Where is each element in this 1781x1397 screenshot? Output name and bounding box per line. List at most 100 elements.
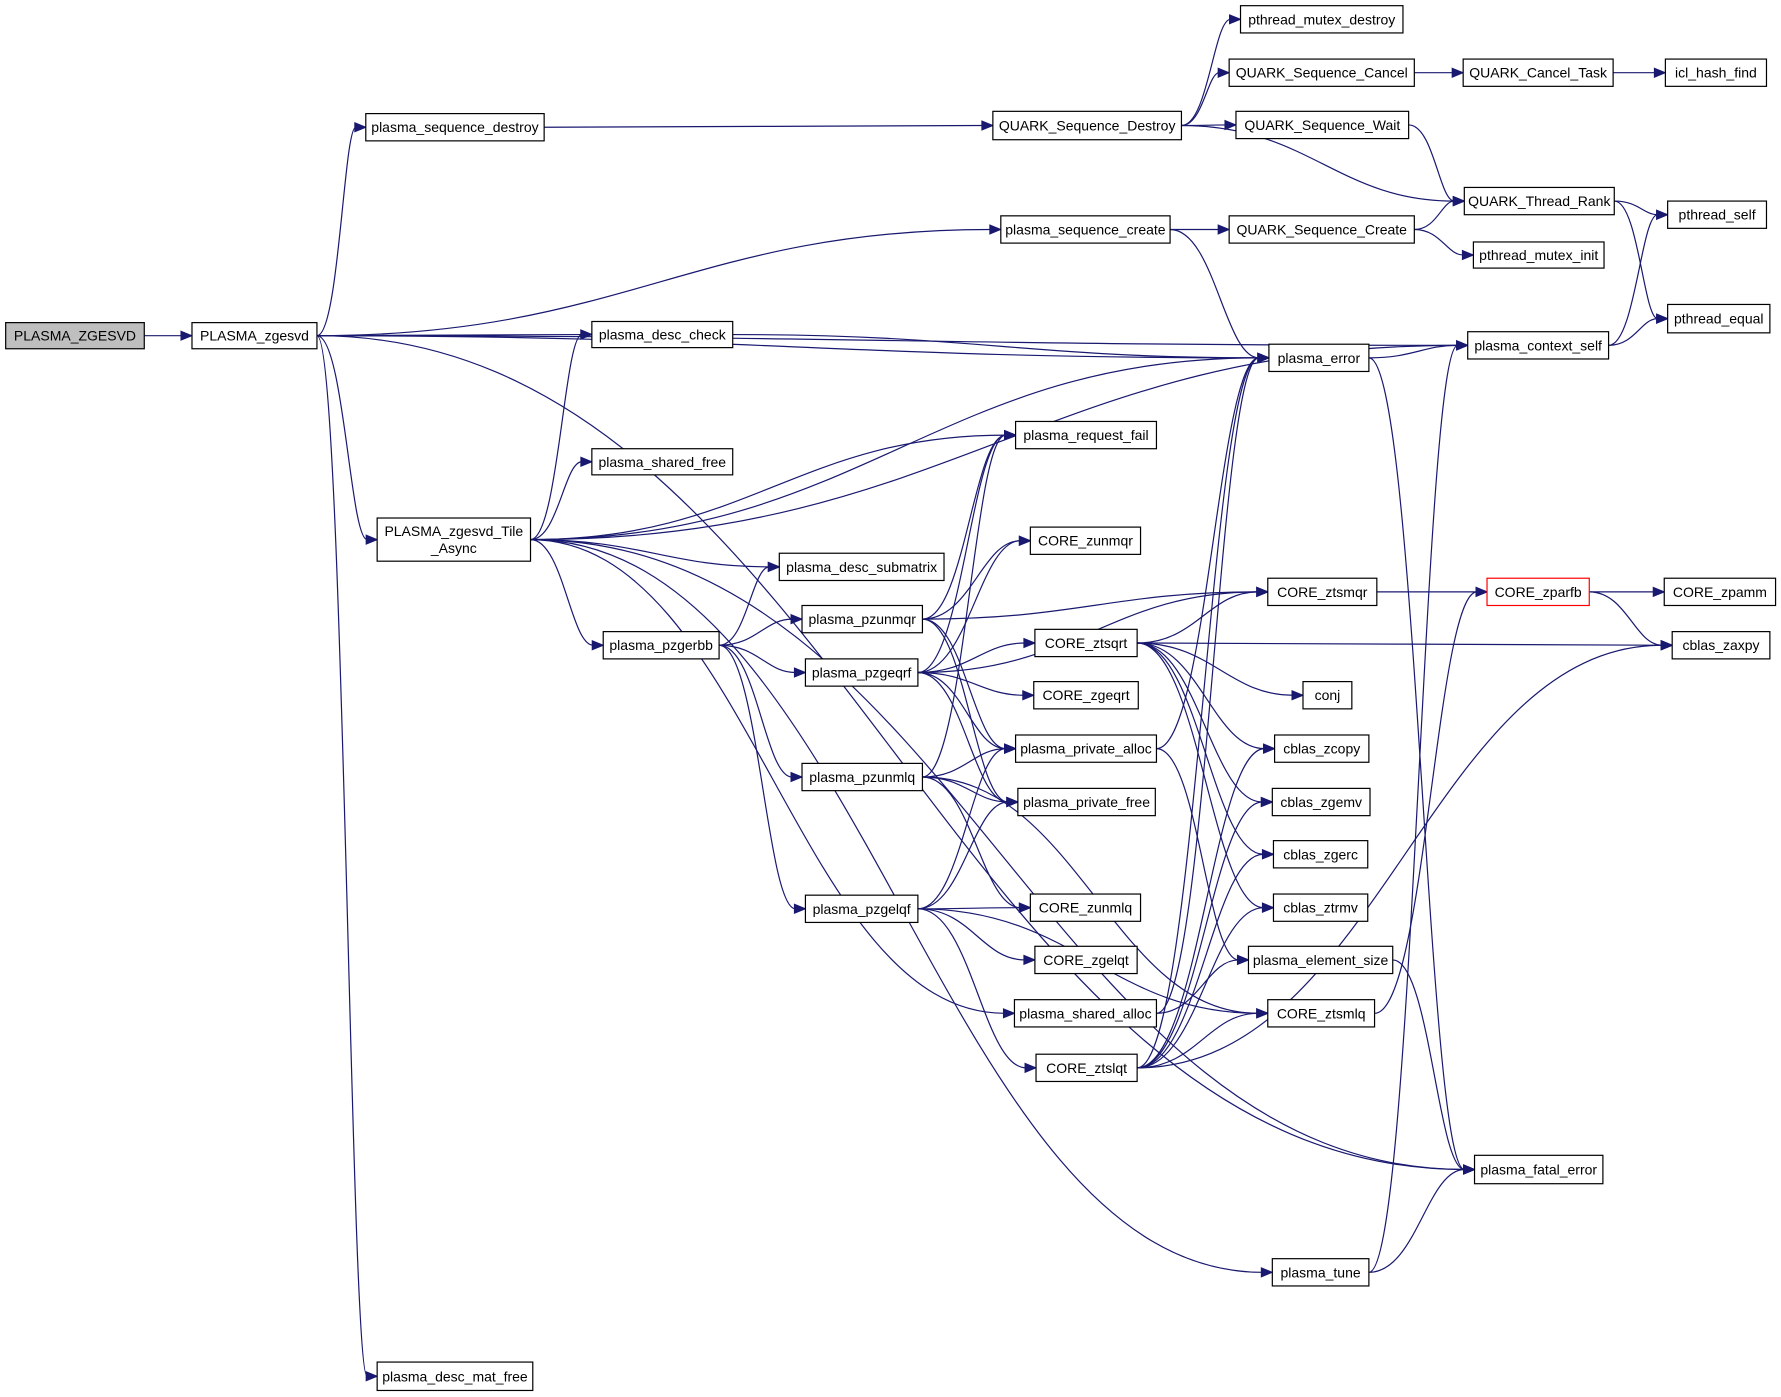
node-box — [1267, 999, 1376, 1028]
edge-plasma-zgesvd-tile-async-to-plasma-shared-alloc — [530, 539, 1005, 1014]
arrowhead-icon — [180, 330, 194, 341]
node-quark-cancel-task[interactable]: QUARK_Cancel_Task — [1462, 58, 1614, 87]
edge-quark-sequence-wait-to-quark-thread-rank — [1408, 124, 1455, 202]
node-core-zparfb[interactable]: CORE_zparfb — [1486, 577, 1590, 607]
arrowhead-icon — [790, 771, 804, 783]
arrowhead-icon — [1018, 902, 1032, 913]
node-icl-hash-find[interactable]: icl_hash_find — [1664, 58, 1768, 87]
node-plasma-request-fail[interactable]: plasma_request_fail — [1014, 420, 1158, 450]
node-plasma-sequence-destroy[interactable]: plasma_sequence_destroy — [365, 112, 545, 142]
node-core-zpamm[interactable]: CORE_zpamm — [1663, 577, 1777, 607]
node-cblas-zgerc[interactable]: cblas_zgerc — [1272, 840, 1369, 869]
node-label: plasma_tune — [1281, 1264, 1361, 1280]
node-box — [1267, 577, 1378, 607]
node-pthread-mutex-init[interactable]: pthread_mutex_init — [1472, 241, 1605, 269]
node-plasma-pzunmlq[interactable]: plasma_pzunmlq — [801, 762, 924, 792]
node-plasma-private-alloc[interactable]: plasma_private_alloc — [1014, 734, 1158, 763]
edge-plasma-zgesvd-tile-async-to-plasma-error — [530, 357, 1259, 541]
node-core-ztslqt[interactable]: CORE_ztslqt — [1035, 1053, 1138, 1083]
arrowhead-icon — [1024, 1062, 1038, 1074]
node-pthread-equal[interactable]: pthread_equal — [1667, 303, 1771, 334]
arrowhead-icon — [1652, 586, 1666, 598]
node-plasma-desc-mat-free[interactable]: plasma_desc_mat_free — [376, 1361, 534, 1392]
node-cblas-zgemv[interactable]: cblas_zgemv — [1271, 787, 1371, 817]
node-core-ztsmlq[interactable]: CORE_ztsmlq — [1267, 999, 1376, 1028]
arrowhead-icon — [1217, 67, 1231, 78]
node-plasma-pzgeqrf[interactable]: plasma_pzgeqrf — [804, 658, 919, 687]
arrowhead-icon — [790, 613, 804, 625]
node-plasma-tune[interactable]: plasma_tune — [1271, 1258, 1370, 1287]
node-label: plasma_private_alloc — [1020, 741, 1152, 757]
node-label: CORE_ztsmqr — [1277, 584, 1368, 600]
arrowhead-icon — [1451, 67, 1465, 78]
node-label: plasma_fatal_error — [1480, 1162, 1597, 1178]
edge-quark-thread-rank-to-pthread-self — [1614, 200, 1658, 216]
node-quark-sequence-destroy[interactable]: QUARK_Sequence_Destroy — [992, 110, 1183, 141]
node-plasma-error[interactable]: plasma_error — [1268, 343, 1370, 373]
node-plasma-desc-submatrix[interactable]: plasma_desc_submatrix — [778, 552, 945, 582]
node-cblas-ztrmv[interactable]: cblas_ztrmv — [1272, 893, 1369, 922]
edge-plasma-pzgelqf-to-core-zgelqt — [917, 908, 1025, 961]
node-box — [1034, 628, 1138, 658]
edge-plasma-pzgeqrf-to-plasma-private-free — [917, 671, 1008, 803]
node-quark-sequence-cancel[interactable]: QUARK_Sequence_Cancel — [1228, 58, 1415, 87]
node-label: pthread_mutex_init — [1479, 247, 1598, 263]
node-plasma-fatal-error[interactable]: plasma_fatal_error — [1473, 1154, 1604, 1185]
node-core-ztsmqr[interactable]: CORE_ztsmqr — [1267, 577, 1378, 607]
node-plasma-zgesvd-tile-async[interactable]: PLASMA_zgesvd_Tile_Async — [376, 517, 532, 562]
node-label: CORE_ztsmlq — [1277, 1005, 1366, 1021]
node-conj[interactable]: conj — [1302, 680, 1353, 710]
arrowhead-icon — [1224, 119, 1238, 131]
node-box — [1228, 58, 1415, 87]
node-box — [1268, 343, 1370, 373]
node-plasma-pzgelqf[interactable]: plasma_pzgelqf — [804, 894, 919, 924]
node-box — [1013, 999, 1158, 1028]
node-pthread-mutex-destroy[interactable]: pthread_mutex_destroy — [1239, 5, 1404, 34]
node-box — [1671, 631, 1771, 660]
arrowhead-icon — [793, 667, 807, 678]
node-core-ztsqrt[interactable]: CORE_ztsqrt — [1034, 628, 1138, 658]
node-quark-sequence-create[interactable]: QUARK_Sequence_Create — [1228, 215, 1415, 244]
node-label: plasma_shared_alloc — [1019, 1005, 1151, 1021]
node-plasma-sequence-create[interactable]: plasma_sequence_create — [1000, 215, 1171, 244]
node-box — [778, 552, 945, 582]
edge-plasma-private-alloc-to-plasma-error — [1156, 357, 1260, 750]
node-core-zunmlq[interactable]: CORE_zunmlq — [1029, 893, 1142, 922]
edge-core-ztslqt-to-plasma-error — [1137, 357, 1260, 1069]
node-plasma-pzunmqr[interactable]: plasma_pzunmqr — [801, 604, 924, 634]
edge-plasma-zgesvd-tile-async-to-plasma-context-self — [530, 344, 1458, 541]
node-label: QUARK_Sequence_Wait — [1244, 117, 1400, 133]
node-plasma-pzgerbb[interactable]: plasma_pzgerbb — [602, 631, 720, 660]
node-box — [602, 631, 720, 660]
node-box — [376, 1361, 534, 1392]
node-core-zgelqt[interactable]: CORE_zgelqt — [1034, 945, 1138, 975]
node-plasma-zgesvd[interactable]: PLASMA_ZGESVD — [5, 322, 145, 350]
arrowhead-icon — [1002, 1008, 1016, 1019]
node-plasma-context-self[interactable]: plasma_context_self — [1467, 331, 1610, 360]
node-cblas-zcopy[interactable]: cblas_zcopy — [1273, 734, 1370, 763]
node-core-zunmqr[interactable]: CORE_zunmqr — [1029, 526, 1142, 555]
arrowhead-icon — [1260, 1267, 1274, 1278]
node-plasma-desc-check[interactable]: plasma_desc_check — [591, 320, 734, 349]
arrowhead-icon — [1256, 1008, 1270, 1019]
node-box — [1033, 680, 1139, 710]
edge-plasma-zgesvd-to-plasma-desc-mat-free — [316, 335, 368, 1377]
node-plasma-private-free[interactable]: plasma_private_free — [1017, 787, 1156, 817]
node-label: plasma_pzunmlq — [809, 769, 915, 785]
node-plasma-shared-free[interactable]: plasma_shared_free — [591, 448, 734, 476]
node-plasma-element-size[interactable]: plasma_element_size — [1247, 945, 1394, 975]
node-quark-thread-rank[interactable]: QUARK_Thread_Rank — [1463, 186, 1615, 216]
node-box — [591, 320, 734, 349]
edges-layer — [144, 14, 1674, 1382]
node-quark-sequence-wait[interactable]: QUARK_Sequence_Wait — [1235, 110, 1410, 140]
node-label: PLASMA_zgesvd_Tile — [384, 523, 523, 539]
node-plasma-shared-alloc[interactable]: plasma_shared_alloc — [1013, 999, 1158, 1028]
edge-plasma-context-self-to-pthread-equal — [1608, 318, 1658, 346]
node-label: _Async — [430, 540, 477, 556]
node-core-zgeqrt[interactable]: CORE_zgeqrt — [1033, 680, 1139, 710]
node-box — [1472, 241, 1605, 269]
node-pthread-self[interactable]: pthread_self — [1667, 200, 1768, 229]
node-plasma-zgesvd[interactable]: PLASMA_zgesvd — [191, 322, 318, 350]
node-label: QUARK_Sequence_Cancel — [1236, 65, 1408, 81]
node-cblas-zaxpy[interactable]: cblas_zaxpy — [1671, 631, 1771, 660]
